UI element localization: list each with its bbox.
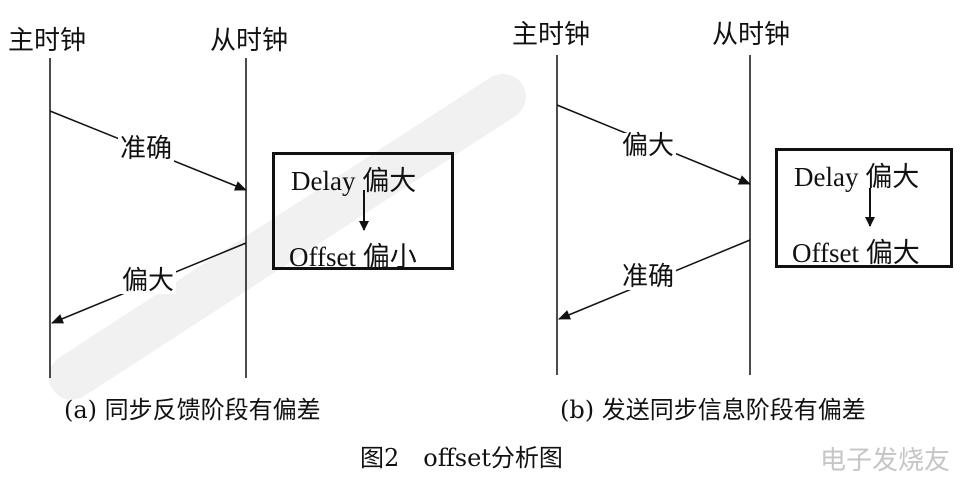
delay-result-a: Delay 偏大 <box>291 166 417 196</box>
figure-caption: 图2 offset分析图 <box>360 444 563 472</box>
backward-label-b: 准确 <box>620 262 677 292</box>
backward-label-a: 偏大 <box>120 266 177 296</box>
forward-label-a: 准确 <box>118 134 175 164</box>
forward-label-b: 偏大 <box>620 131 677 161</box>
delay-result-b: Delay 偏大 <box>794 162 920 192</box>
caption-b: (b) 发送同步信息阶段有偏差 <box>560 396 866 424</box>
result-box-a: Delay 偏大 Offset 偏小 <box>272 152 454 272</box>
master-clock-label-b: 主时钟 <box>512 20 591 50</box>
slave-clock-label-a: 从时钟 <box>210 26 289 56</box>
offset-result-a: Offset 偏小 <box>289 242 417 272</box>
result-box-b: Delay 偏大 Offset 偏大 <box>775 148 953 268</box>
offset-result-b: Offset 偏大 <box>792 238 920 268</box>
caption-a: (a) 同步反馈阶段有偏差 <box>64 396 321 424</box>
master-clock-label-a: 主时钟 <box>8 26 87 56</box>
slave-clock-label-b: 从时钟 <box>712 20 791 50</box>
